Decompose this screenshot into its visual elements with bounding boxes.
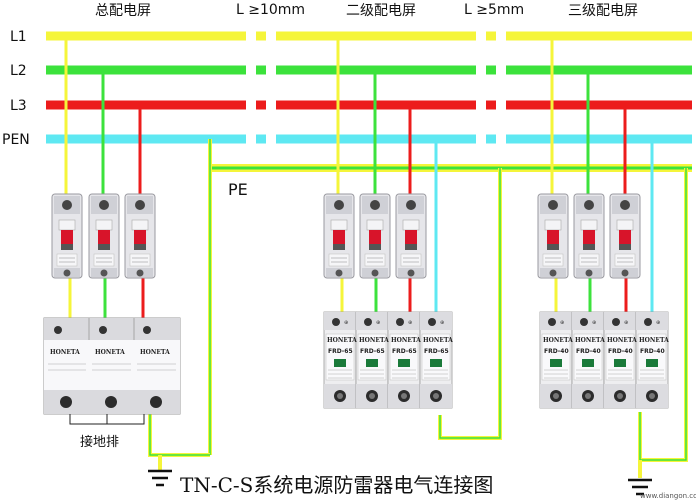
spacing-label-first: L ≥10mm bbox=[236, 2, 305, 18]
secondary-spd-model-2: FRD-65 bbox=[360, 348, 385, 355]
panel-title-main: 总配电屏 bbox=[95, 3, 151, 19]
secondary-spd-brand-4: HONETA bbox=[423, 337, 453, 344]
spacing-label-second: L ≥5mm bbox=[464, 2, 524, 18]
watermark: www.diangon.com bbox=[640, 492, 696, 500]
main-spd-brand-1: HONETA bbox=[50, 349, 80, 356]
main-spd: HONETA HONETA HONETA bbox=[43, 317, 181, 425]
breaker-secondary-l2 bbox=[359, 193, 391, 279]
secondary-spd-model-3: FRD-65 bbox=[392, 348, 417, 355]
bus-label-l1: L1 bbox=[10, 29, 27, 45]
breaker-main-l3 bbox=[124, 193, 156, 279]
secondary-spd-model-1: FRD-65 bbox=[328, 348, 353, 355]
earth-icon-main bbox=[148, 469, 172, 487]
secondary-spd: HONETA HONETA HONETA HONETA FRD-65 FRD-6… bbox=[323, 311, 453, 409]
tertiary-spd-brand-3: HONETA bbox=[607, 337, 637, 344]
panel-title-tertiary: 三级配电屏 bbox=[568, 3, 638, 19]
breaker-main-l2 bbox=[88, 193, 120, 279]
tertiary-spd: HONETA HONETA HONETA HONETA FRD-40 FRD-4… bbox=[539, 311, 669, 409]
breaker-main-l1 bbox=[51, 193, 83, 279]
diagram-title: TN-C-S系统电源防雷器电气连接图 bbox=[180, 473, 493, 497]
grounding-bar-label: 接地排 bbox=[80, 434, 119, 450]
secondary-spd-model-4: FRD-65 bbox=[424, 348, 449, 355]
panel-title-secondary: 二级配电屏 bbox=[346, 3, 416, 19]
breaker-tertiary-l3 bbox=[609, 193, 641, 279]
tertiary-spd-model-1: FRD-40 bbox=[544, 348, 569, 355]
bus-label-l3: L3 bbox=[10, 98, 27, 114]
tertiary-spd-model-2: FRD-40 bbox=[576, 348, 601, 355]
tertiary-spd-brand-1: HONETA bbox=[543, 337, 573, 344]
main-spd-brand-3: HONETA bbox=[140, 349, 170, 356]
main-spd-brand-2: HONETA bbox=[95, 349, 125, 356]
earth-icon-tertiary bbox=[628, 478, 652, 496]
bus-label-pen: PEN bbox=[2, 132, 30, 148]
main-breakers bbox=[51, 193, 156, 279]
secondary-breakers bbox=[323, 193, 427, 279]
secondary-spd-brand-3: HONETA bbox=[391, 337, 421, 344]
tertiary-breakers bbox=[537, 193, 641, 279]
tertiary-spd-brand-2: HONETA bbox=[575, 337, 605, 344]
breaker-tertiary-l1 bbox=[537, 193, 569, 279]
breaker-secondary-l3 bbox=[395, 193, 427, 279]
breaker-secondary-l1 bbox=[323, 193, 355, 279]
tertiary-spd-brand-4: HONETA bbox=[639, 337, 669, 344]
bus-label-pe: PE bbox=[228, 180, 248, 199]
secondary-spd-brand-2: HONETA bbox=[359, 337, 389, 344]
secondary-spd-brand-1: HONETA bbox=[327, 337, 357, 344]
bus-bars bbox=[46, 31, 692, 172]
bus-label-l2: L2 bbox=[10, 63, 27, 79]
tertiary-spd-model-3: FRD-40 bbox=[608, 348, 633, 355]
tertiary-spd-model-4: FRD-40 bbox=[640, 348, 665, 355]
breaker-tertiary-l2 bbox=[573, 193, 605, 279]
vertical-wires bbox=[64, 36, 688, 478]
